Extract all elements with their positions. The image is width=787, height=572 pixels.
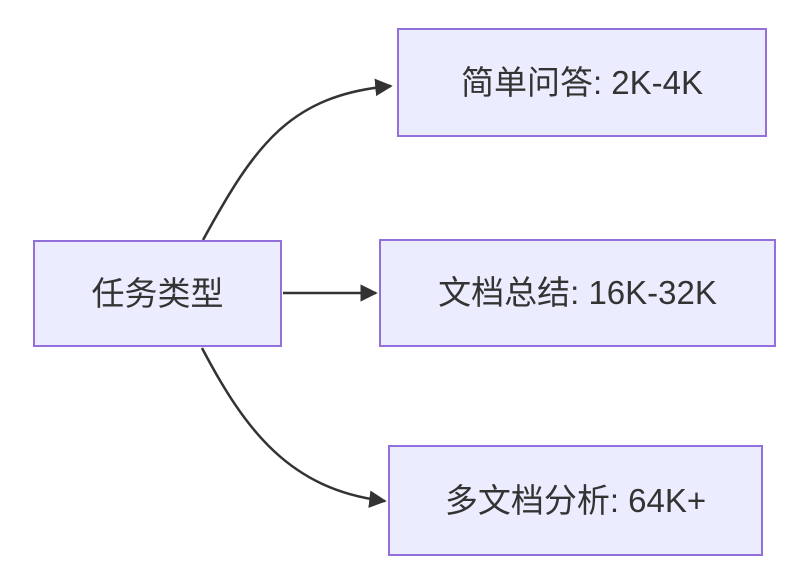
node-task-type-label: 任务类型 <box>91 274 224 312</box>
node-multi-doc-label: 多文档分析: 64K+ <box>444 481 707 519</box>
edge-root-to-multi-doc <box>200 347 387 508</box>
node-simple-qa-label: 简单问答: 2K-4K <box>460 63 704 101</box>
node-multi-doc: 多文档分析: 64K+ <box>388 445 763 556</box>
node-doc-summary-label: 文档总结: 16K-32K <box>438 274 717 312</box>
node-simple-qa: 简单问答: 2K-4K <box>397 28 767 137</box>
node-task-type: 任务类型 <box>33 240 282 347</box>
edge-root-to-simple-qa <box>201 78 393 241</box>
node-doc-summary: 文档总结: 16K-32K <box>379 239 776 347</box>
